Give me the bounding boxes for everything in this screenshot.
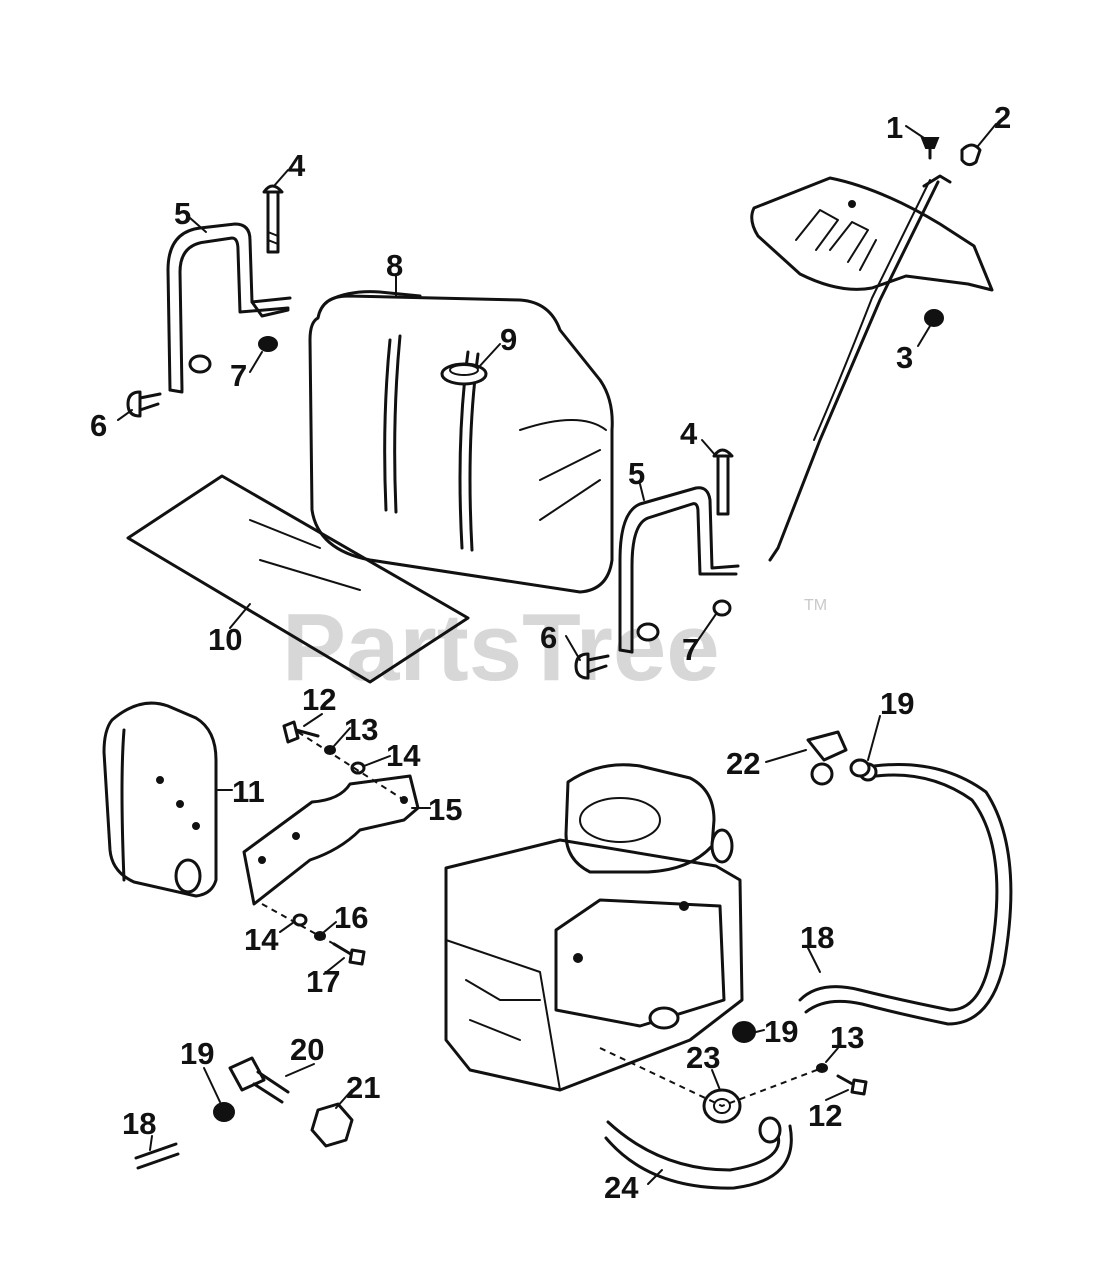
throttle-cable	[768, 179, 940, 562]
callout-8: 8	[386, 248, 403, 283]
callout-5-right: 5	[628, 456, 645, 491]
throttle-plate	[750, 176, 994, 292]
leader-lines	[117, 123, 997, 1185]
fitting-19-lower	[213, 1102, 235, 1122]
callout-19-middle: 19	[764, 1014, 798, 1049]
watermark-text: PartsTree	[282, 594, 720, 701]
bolt-12-lower	[836, 1074, 868, 1096]
callout-20: 20	[290, 1032, 324, 1067]
nut-21	[310, 1102, 354, 1148]
callout-6-left: 6	[90, 408, 107, 443]
elbow-fitting-20	[228, 1056, 290, 1104]
fuel-cap	[440, 362, 488, 386]
callout-11: 11	[232, 774, 265, 809]
callout-21: 21	[346, 1070, 380, 1105]
callout-12-lower: 12	[808, 1098, 842, 1133]
assembly-line-filter	[599, 1047, 823, 1108]
callout-18-left: 18	[122, 1106, 156, 1141]
carriage-bolt-left	[262, 184, 284, 254]
muffler-bracket	[242, 774, 420, 906]
tank-strap-right	[618, 486, 740, 654]
callout-7-left: 7	[230, 358, 247, 393]
callout-19-upper: 19	[880, 686, 914, 721]
callout-10: 10	[208, 622, 242, 657]
callout-1: 1	[886, 110, 903, 145]
nut-right	[712, 599, 732, 617]
callout-labels: 1 2 3 4 4 5 5 6 6 7 7 8 9 10 11 12 12 13…	[90, 100, 1011, 1205]
callout-24: 24	[604, 1170, 639, 1205]
callout-19-lower: 19	[180, 1036, 214, 1071]
watermark-trademark: TM	[804, 597, 827, 614]
callout-13-lower: 13	[830, 1020, 864, 1055]
callout-14-lower: 14	[244, 922, 279, 957]
nut-left	[258, 336, 278, 352]
carriage-bolt-right	[712, 448, 734, 516]
washer-14-upper	[350, 761, 366, 775]
fitting-19-middle	[732, 1021, 756, 1043]
tank-pad	[126, 474, 470, 684]
bolt-17	[332, 942, 366, 966]
assembly-line-lower	[261, 903, 335, 945]
fuel-tank	[308, 290, 614, 594]
nut-3	[924, 309, 944, 327]
fitting-19-upper	[849, 758, 871, 778]
callout-22: 22	[726, 746, 760, 781]
callout-23: 23	[686, 1040, 720, 1075]
callout-5-left: 5	[174, 196, 191, 231]
muffler	[102, 701, 218, 898]
carriage-bolt-6-right	[574, 652, 610, 680]
screw-1	[920, 137, 940, 160]
callout-4-right: 4	[680, 416, 698, 451]
callout-15: 15	[428, 792, 462, 827]
shutoff-valve-22	[806, 730, 848, 786]
throttle-knob-2	[922, 143, 982, 188]
callout-12-upper: 12	[302, 682, 336, 717]
callout-2: 2	[994, 100, 1011, 135]
callout-7-right: 7	[682, 632, 699, 667]
callout-14-upper: 14	[386, 738, 421, 773]
fuel-line-24	[604, 1116, 793, 1190]
callout-16: 16	[334, 900, 368, 935]
engine	[444, 763, 744, 1092]
callout-4-left: 4	[288, 148, 306, 183]
callout-18-right: 18	[800, 920, 834, 955]
callout-17: 17	[306, 964, 340, 999]
flange-nut-right	[636, 622, 660, 642]
flange-nut-left	[188, 354, 212, 374]
carriage-bolt-6-left	[126, 390, 162, 418]
callout-3: 3	[896, 340, 913, 375]
fuel-line-18-right	[798, 762, 1013, 1026]
bolt-12-upper	[282, 720, 320, 744]
callout-9: 9	[500, 322, 517, 357]
callout-13-upper: 13	[344, 712, 378, 747]
assembly-line-upper	[297, 731, 405, 801]
washer-14-lower	[292, 913, 308, 927]
tank-strap-left	[166, 222, 292, 394]
fuel-line-18-left	[134, 1142, 180, 1170]
callout-6-right: 6	[540, 620, 557, 655]
